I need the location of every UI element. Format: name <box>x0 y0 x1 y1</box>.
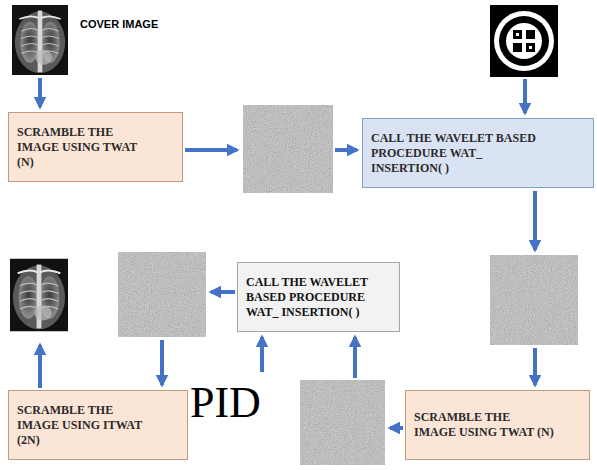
process-box: SCRAMBLE THE IMAGE USING TWAT (N) <box>8 112 183 182</box>
process-box: CALL THE WAVELET BASED PROCEDURE WAT_ IN… <box>362 118 594 188</box>
watermark-logo <box>490 5 558 77</box>
watermarked-image <box>118 252 206 337</box>
scrambled-image <box>243 105 333 193</box>
process-box: SCRAMBLE THE IMAGE USING TWAT (N) <box>405 390 590 460</box>
box-text: SCRAMBLE THE IMAGE USING ITWAT (2N) <box>17 403 157 448</box>
box-text: CALL THE WAVELET BASED PROCEDURE WAT_ IN… <box>246 275 391 320</box>
pid-label: PID <box>190 381 261 425</box>
box-text: CALL THE WAVELET BASED PROCEDURE WAT_ IN… <box>371 131 551 176</box>
process-box: CALL THE WAVELET BASED PROCEDURE WAT_ IN… <box>237 262 400 332</box>
process-box: SCRAMBLE THE IMAGE USING ITWAT (2N) <box>8 390 188 460</box>
output-xray <box>10 259 68 332</box>
image-caption: COVER IMAGE <box>80 19 158 30</box>
box-text: SCRAMBLE THE IMAGE USING TWAT (N) <box>17 125 145 170</box>
watermarked-image <box>490 255 578 345</box>
cover-xray <box>12 5 68 75</box>
box-text: SCRAMBLE THE IMAGE USING TWAT (N) <box>414 410 554 440</box>
scrambled-image <box>300 380 385 465</box>
